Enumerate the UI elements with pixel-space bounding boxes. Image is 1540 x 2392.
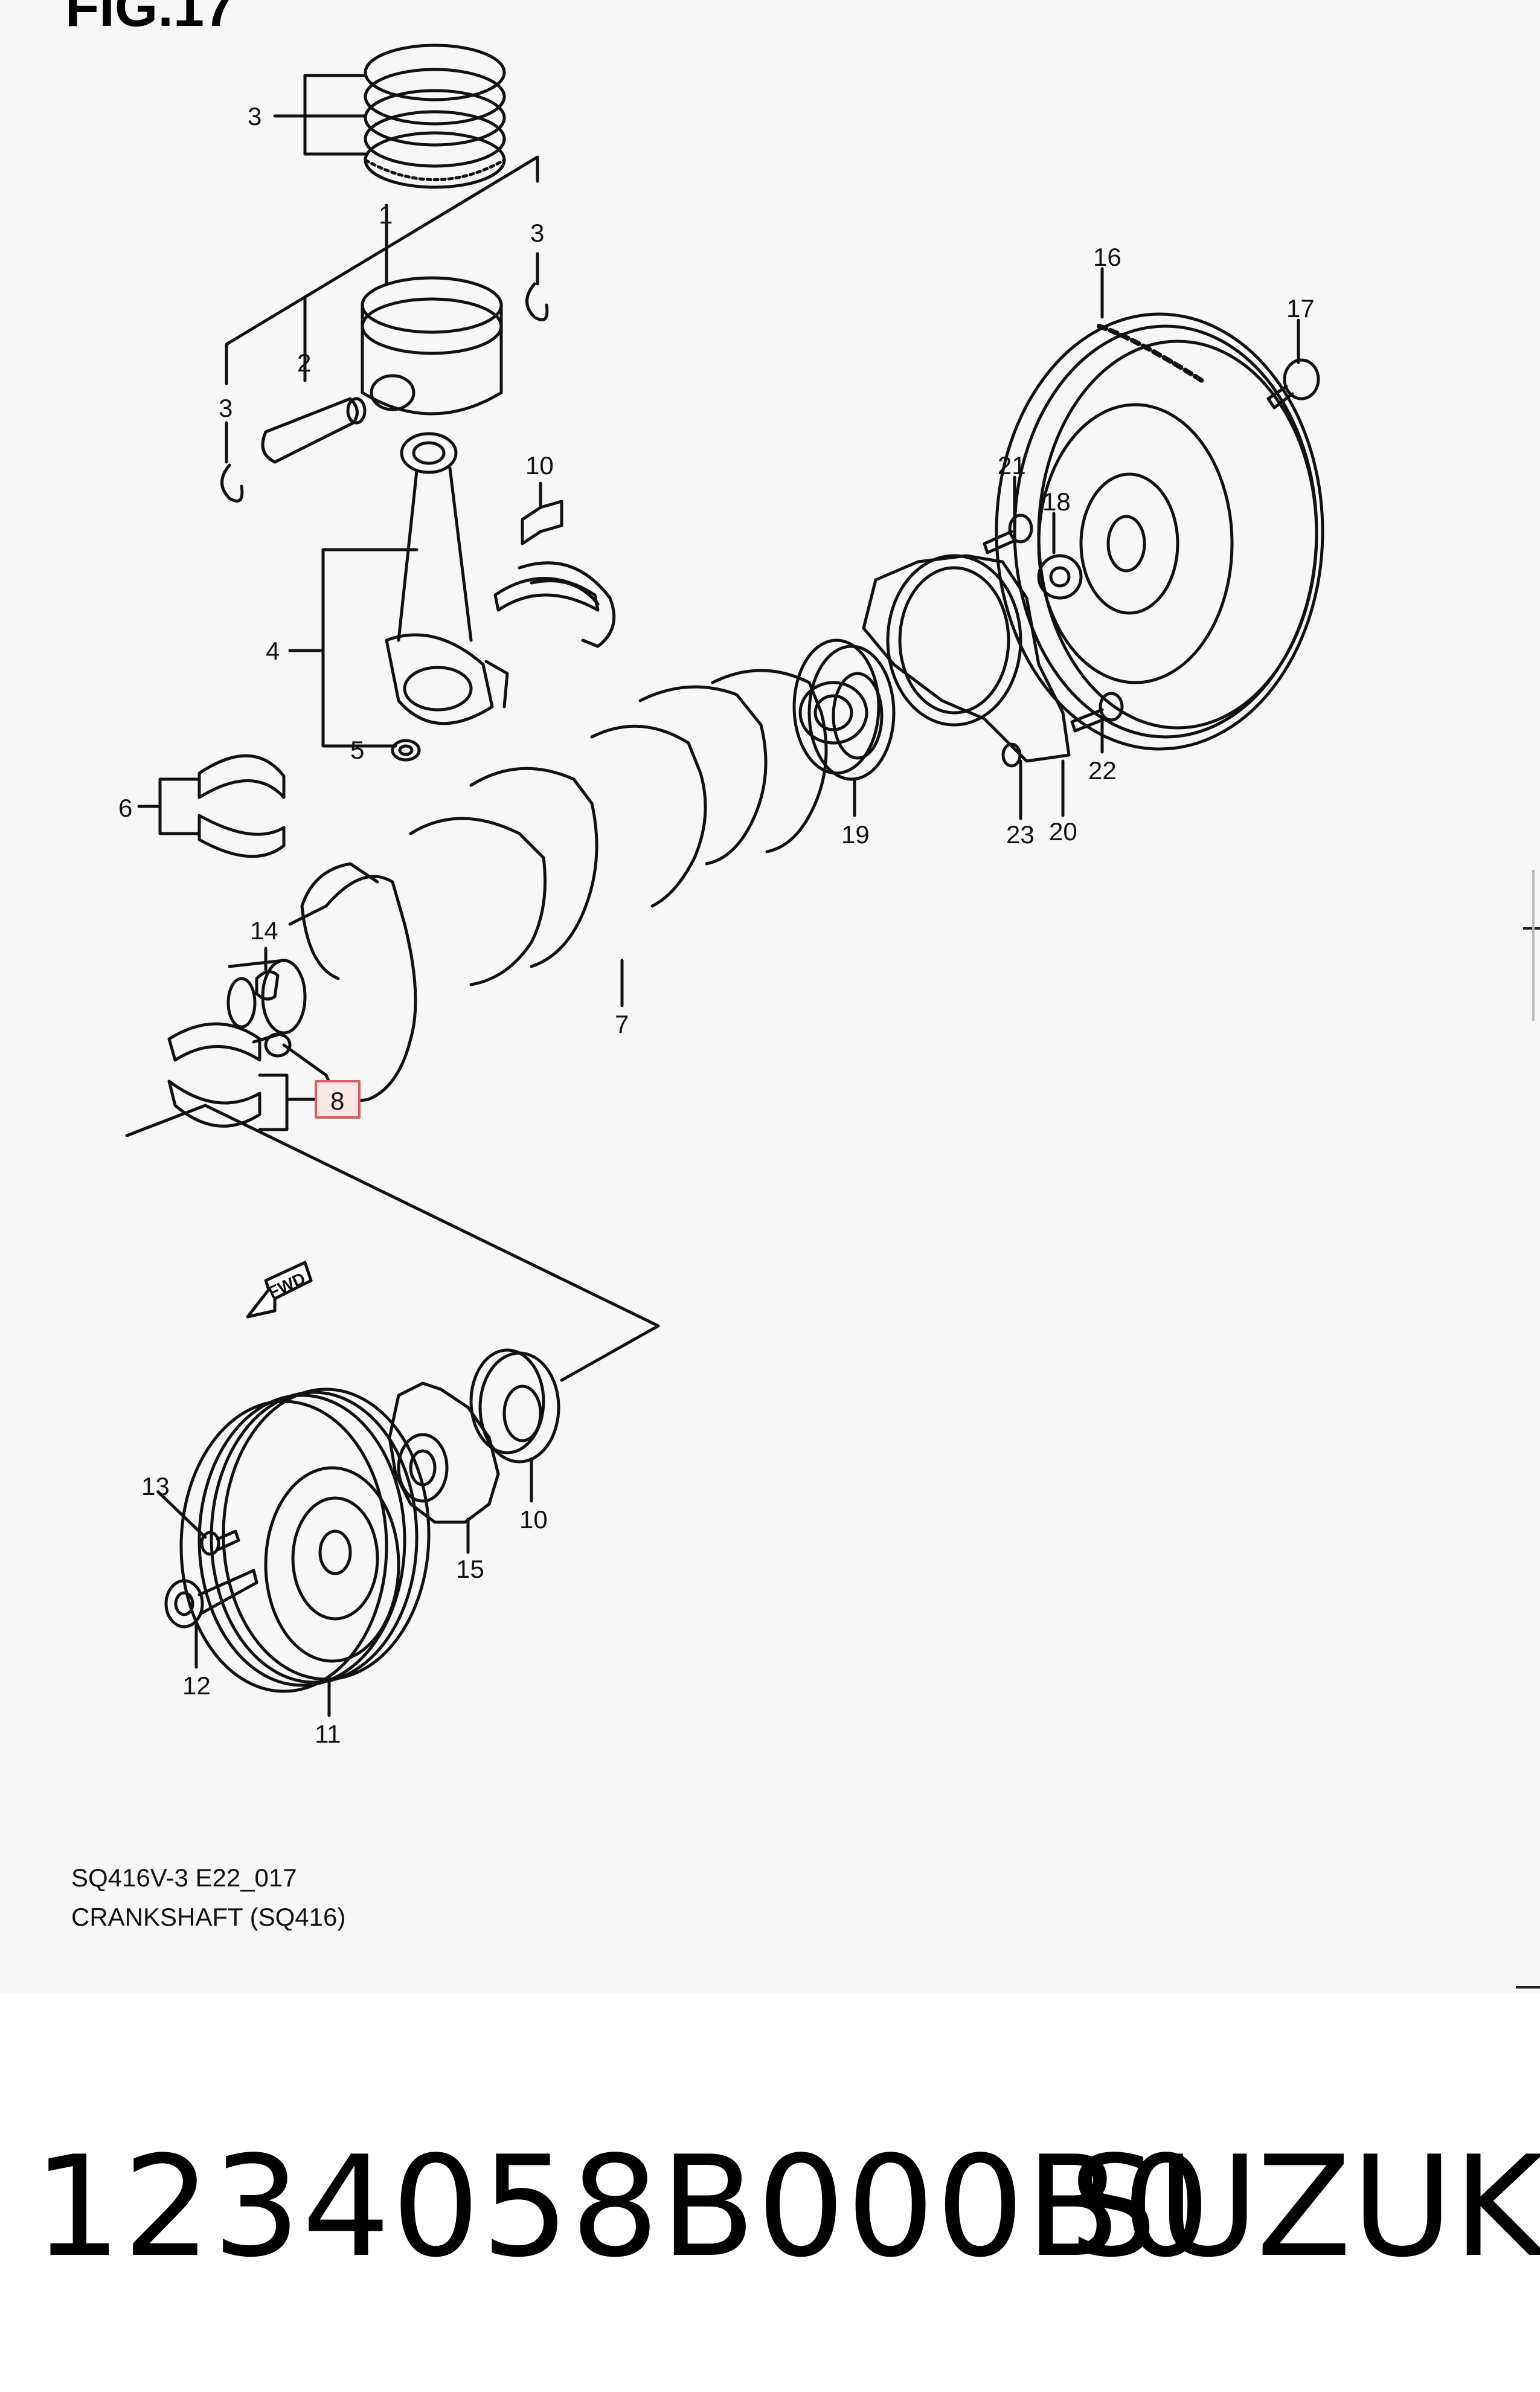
callout-7-leader <box>137 777 201 835</box>
dowel-pin-drawing <box>1001 742 1022 768</box>
edge-mark-right <box>1523 927 1540 930</box>
main-bearing-lower-drawing <box>197 814 286 858</box>
pulley-group-gap <box>387 1223 426 1244</box>
flywheel-bolt-drawing <box>1266 358 1320 410</box>
callout-10: 10 <box>525 451 554 480</box>
piston-group-bracket <box>225 155 539 385</box>
rear-oil-seal-drawing <box>792 638 896 781</box>
diagram-code: SQ416V-3 E22_017 <box>71 1863 297 1892</box>
callout-5: 4 <box>266 637 280 665</box>
callout-7: 6 <box>118 794 132 822</box>
conrod-bearing-drawing <box>493 561 616 648</box>
callout-4-leader <box>273 74 367 156</box>
edge-line-right <box>1532 870 1535 1021</box>
diagram-title: CRANKSHAFT (SQ416) <box>71 1903 346 1931</box>
parts-diagram-panel: FIG.17 <box>65 0 1540 1989</box>
callout-1: 1 <box>379 201 393 229</box>
figure-label: FIG.17 <box>65 0 236 38</box>
conrod-nut-drawing <box>391 739 421 762</box>
callout-18: 17 <box>1286 294 1315 323</box>
callout-14-leader <box>156 1490 207 1539</box>
fwd-direction-arrow: FWD <box>246 1261 313 1319</box>
callout-4: 3 <box>248 102 261 130</box>
flywheel-drawing <box>995 312 1324 751</box>
callout-8: 7 <box>615 1010 629 1038</box>
callout-11: 10 <box>519 1505 548 1534</box>
pilot-bearing-drawing <box>1037 554 1083 600</box>
woodruff-key-drawing <box>255 970 280 1001</box>
piston-rings-drawing <box>364 43 506 189</box>
callout-3-lower: 3 <box>219 394 233 422</box>
main-bearing-upper-drawing <box>197 754 286 799</box>
connecting-rod-drawing <box>385 432 509 725</box>
callout-21: 20 <box>1049 817 1077 846</box>
crank-pulley-drawing <box>179 1387 431 1693</box>
small-bolt-drawing <box>200 1529 240 1556</box>
callout-9-leader <box>258 1073 316 1131</box>
callout-22: 21 <box>998 451 1026 480</box>
callout-3-upper: 3 <box>530 219 544 247</box>
callout-23: 22 <box>1088 756 1117 785</box>
brand-name: SUZUKI <box>1069 2127 1540 2288</box>
callout-15: 14 <box>250 916 278 945</box>
piston-drawing <box>361 204 503 416</box>
thrust-bearing-lower-drawing <box>167 1079 261 1128</box>
part-number: 1234058B000B0 <box>33 2127 1212 2288</box>
callout-5-leader <box>288 548 419 748</box>
callout-6: 5 <box>350 736 364 764</box>
callout-10-leader <box>521 481 563 545</box>
housing-bolt-top-drawing <box>983 513 1033 555</box>
callout-17: 16 <box>1093 243 1121 271</box>
callout-24: 23 <box>1006 820 1035 849</box>
edge-mark-bottom <box>1516 1986 1540 1989</box>
callout-20: 19 <box>841 820 870 849</box>
callout-12: 11 <box>315 1720 341 1748</box>
seal-housing-drawing <box>862 554 1071 763</box>
housing-bolt-bottom-drawing <box>1070 692 1124 733</box>
exploded-parts-diagram: FWD <box>118 43 1324 1748</box>
circlip-lower-drawing <box>220 463 244 503</box>
pulley-bolt-drawing <box>164 1569 258 1628</box>
callout-19: 18 <box>1042 487 1071 516</box>
callout-16: 15 <box>456 1555 484 1583</box>
callout-9: 8 <box>330 1087 344 1115</box>
timing-sprocket-drawing <box>388 1381 500 1524</box>
callout-2: 2 <box>297 349 311 377</box>
callout-9-highlight <box>315 1080 361 1119</box>
thrust-bearing-upper-drawing <box>167 1022 261 1062</box>
circlip-upper-drawing <box>525 282 549 321</box>
callout-13: 12 <box>182 1671 211 1700</box>
oil-seal-drawing <box>469 1348 560 1464</box>
callout-numbers: 3 1 3 2 3 10 4 5 6 14 7 8 16 17 21 18 22… <box>118 102 1315 1748</box>
callout-14: 13 <box>141 1472 170 1500</box>
piston-pin-drawing <box>261 397 367 464</box>
pulley-group-leader <box>125 1104 660 1382</box>
